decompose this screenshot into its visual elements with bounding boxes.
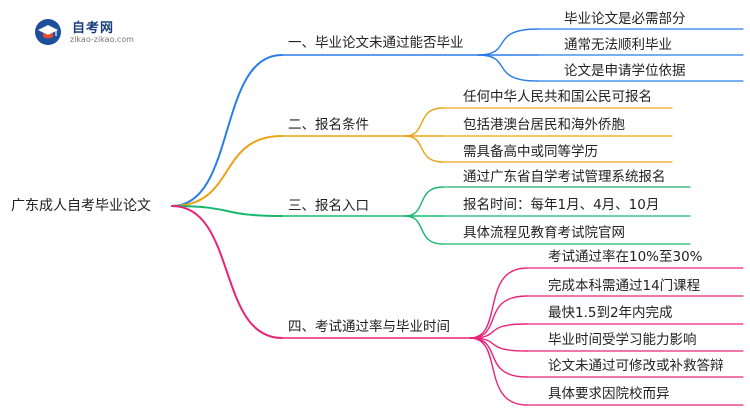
branch-2-item-1: 任何中华人民共和国公民可报名 [463,89,652,105]
site-logo: 自考网 zikao-zikao.com [34,14,144,50]
branch-1-item-3: 论文是申请学位依据 [564,63,686,79]
branch-3-child-1-connector [404,186,444,217]
branch-4-child-5-connector [469,337,528,378]
branch-1-item-2: 通常无法顺利毕业 [564,37,672,53]
branch-1-child-3-connector [477,54,539,82]
branch-1-connector [171,54,283,207]
logo-title: 自考网 [72,21,115,36]
branch-3-item-2: 报名时间：每年1月、4月、10月 [463,197,660,213]
branch-4-item-2: 完成本科需通过14门课程 [548,278,701,294]
branch-3-label: 三、报名入口 [288,198,369,214]
branch-4-item-4: 毕业时间受学习能力影响 [548,332,697,348]
branch-1-child-1-connector [477,28,539,56]
logo-subtitle: zikao-zikao.com [70,35,134,44]
branch-3-item-1: 通过广东省自学考试管理系统报名 [463,169,666,185]
branch-4-child-1-connector [469,267,528,339]
branch-3-connector [171,205,283,217]
branch-4-item-3: 最快1.5到2年内完成 [548,305,673,321]
branch-3-item-3: 具体流程见教育考试院官网 [463,225,625,241]
branch-4-item-1: 考试通过率在10%至30% [548,249,703,265]
branch-4-child-3-connector [469,323,528,339]
branch-2-item-3: 需具备高中或同等学历 [463,144,598,160]
branch-4-item-5: 论文未通过可修改或补救答辩 [548,358,724,374]
branch-4-item-6: 具体要求因院校而异 [548,386,670,402]
branch-3-child-3-connector [404,215,444,245]
branch-2-connector [171,135,283,207]
branch-4-child-6-connector [469,337,528,406]
mindmap-root: 广东成人自考毕业论文 [11,198,151,214]
branch-2-label: 二、报名条件 [288,117,369,133]
branch-2-child-3-connector [404,135,444,163]
branch-2-item-2: 包括港澳台居民和海外侨胞 [463,117,625,133]
graduation-cap-icon [35,19,61,45]
branch-1-label: 一、毕业论文未通过能否毕业 [288,35,464,51]
branch-4-child-4-connector [469,337,528,352]
branch-4-child-2-connector [469,295,528,339]
branch-2-child-1-connector [404,107,444,137]
branch-4-connector [171,205,283,339]
branch-1-item-1: 毕业论文是必需部分 [564,11,686,27]
branch-4-label: 四、考试通过率与毕业时间 [288,319,450,335]
